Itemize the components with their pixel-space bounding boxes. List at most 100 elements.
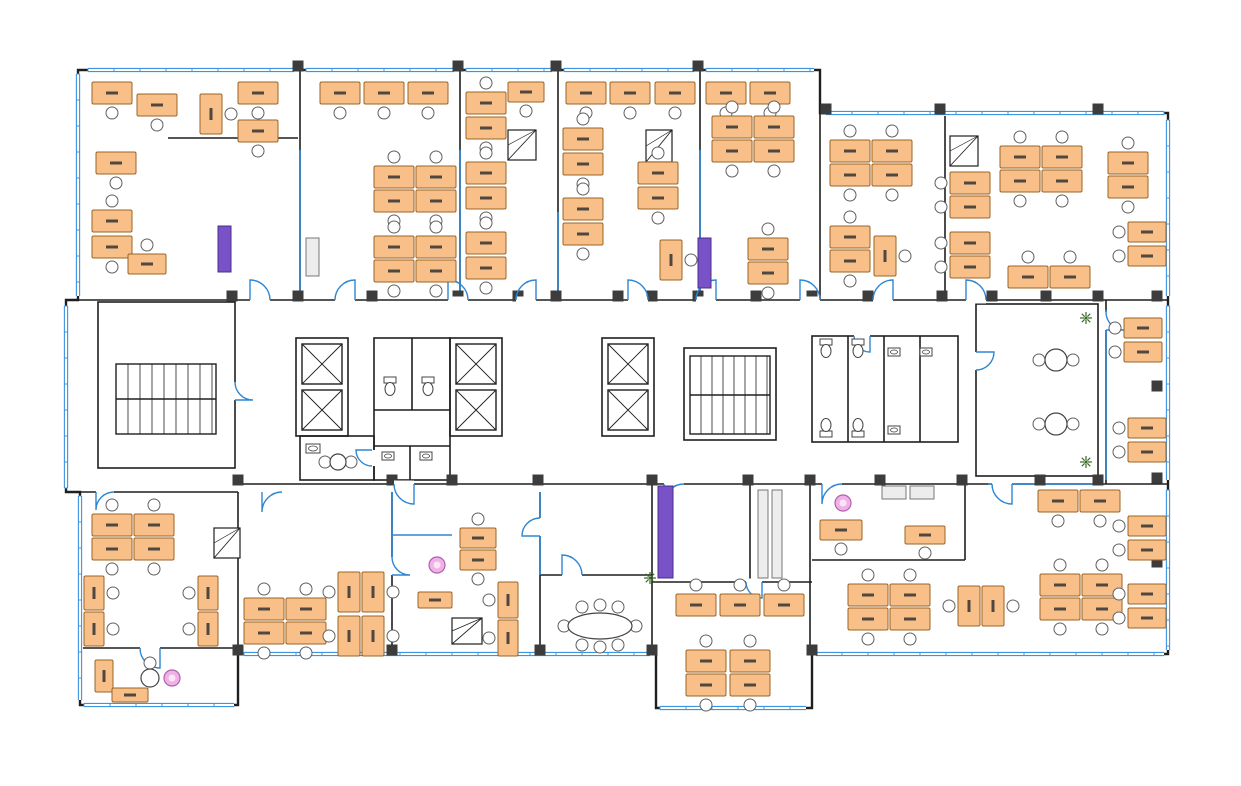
column [820,103,832,115]
door-arc [872,279,894,301]
chair [251,144,265,158]
monitor [480,196,492,200]
toilet-bowl [422,382,434,396]
plant-icon [1081,313,1086,318]
column [534,644,546,656]
chair [684,253,698,267]
chair [1032,353,1046,367]
monitor [252,129,264,133]
monitor [206,623,210,635]
chair [429,284,443,298]
chair [934,260,948,274]
monitor [744,659,756,663]
column [446,474,458,486]
chair [903,632,917,646]
monitor [744,683,756,687]
monitor [964,205,976,209]
monitor [347,586,351,598]
column [1040,290,1052,302]
monitor [371,630,375,642]
column [1092,103,1104,115]
shaft-hatch [213,527,241,544]
chair [885,188,899,202]
elevator-x [607,389,649,431]
chair [1066,417,1080,431]
monitor [1094,499,1106,503]
monitor [430,175,442,179]
monitor [577,207,589,211]
column [1092,474,1104,486]
shaft-hatch [507,129,537,161]
chair [299,582,313,596]
chair [1006,599,1020,613]
monitor [1052,499,1064,503]
chair [576,112,590,126]
chair [387,150,401,164]
chair [1095,558,1109,572]
monitor [577,232,589,236]
cabinet [217,225,232,273]
column [386,644,398,656]
chair [623,106,637,120]
chair [1095,622,1109,636]
chair [387,220,401,234]
column [1034,474,1046,486]
monitor [762,247,774,251]
column [862,290,874,302]
chair [377,106,391,120]
sink [419,451,433,461]
monitor [904,617,916,621]
monitor [734,603,746,607]
chair [668,106,682,120]
door-arc [561,554,583,576]
column [692,290,704,302]
monitor [1096,607,1108,611]
monitor [347,630,351,642]
chair [843,210,857,224]
door-arc [249,279,271,301]
monitor [106,91,118,95]
chair [1112,225,1126,239]
chair [733,578,747,592]
monitor [624,91,636,95]
round-table [140,668,160,688]
elevator-x [607,343,649,385]
furniture [771,489,783,579]
lounge-chair [433,561,441,569]
column [646,290,658,302]
column [806,644,818,656]
chair [479,76,493,90]
chair [421,106,435,120]
toilet-bowl [820,418,832,432]
monitor [726,149,738,153]
chair [1112,543,1126,557]
monitor [964,181,976,185]
chair [1032,417,1046,431]
chair [743,698,757,712]
monitor [844,259,856,263]
plant-icon [1086,318,1091,323]
column [646,644,658,656]
column [936,290,948,302]
elevator-x [301,343,343,385]
chair [105,194,119,208]
monitor [778,603,790,607]
chair [575,638,589,652]
chair [1013,130,1027,144]
chair [576,182,590,196]
monitor [700,683,712,687]
monitor [844,235,856,239]
monitor [1122,185,1134,189]
monitor [480,171,492,175]
column [934,103,946,115]
chair [105,106,119,120]
door-arc [821,483,843,505]
door-arc [393,483,415,505]
door-arc [95,491,115,511]
sink [887,347,901,357]
wall [683,347,777,441]
chair [743,634,757,648]
monitor [886,173,898,177]
column [1151,472,1163,484]
door-arc [261,491,283,513]
